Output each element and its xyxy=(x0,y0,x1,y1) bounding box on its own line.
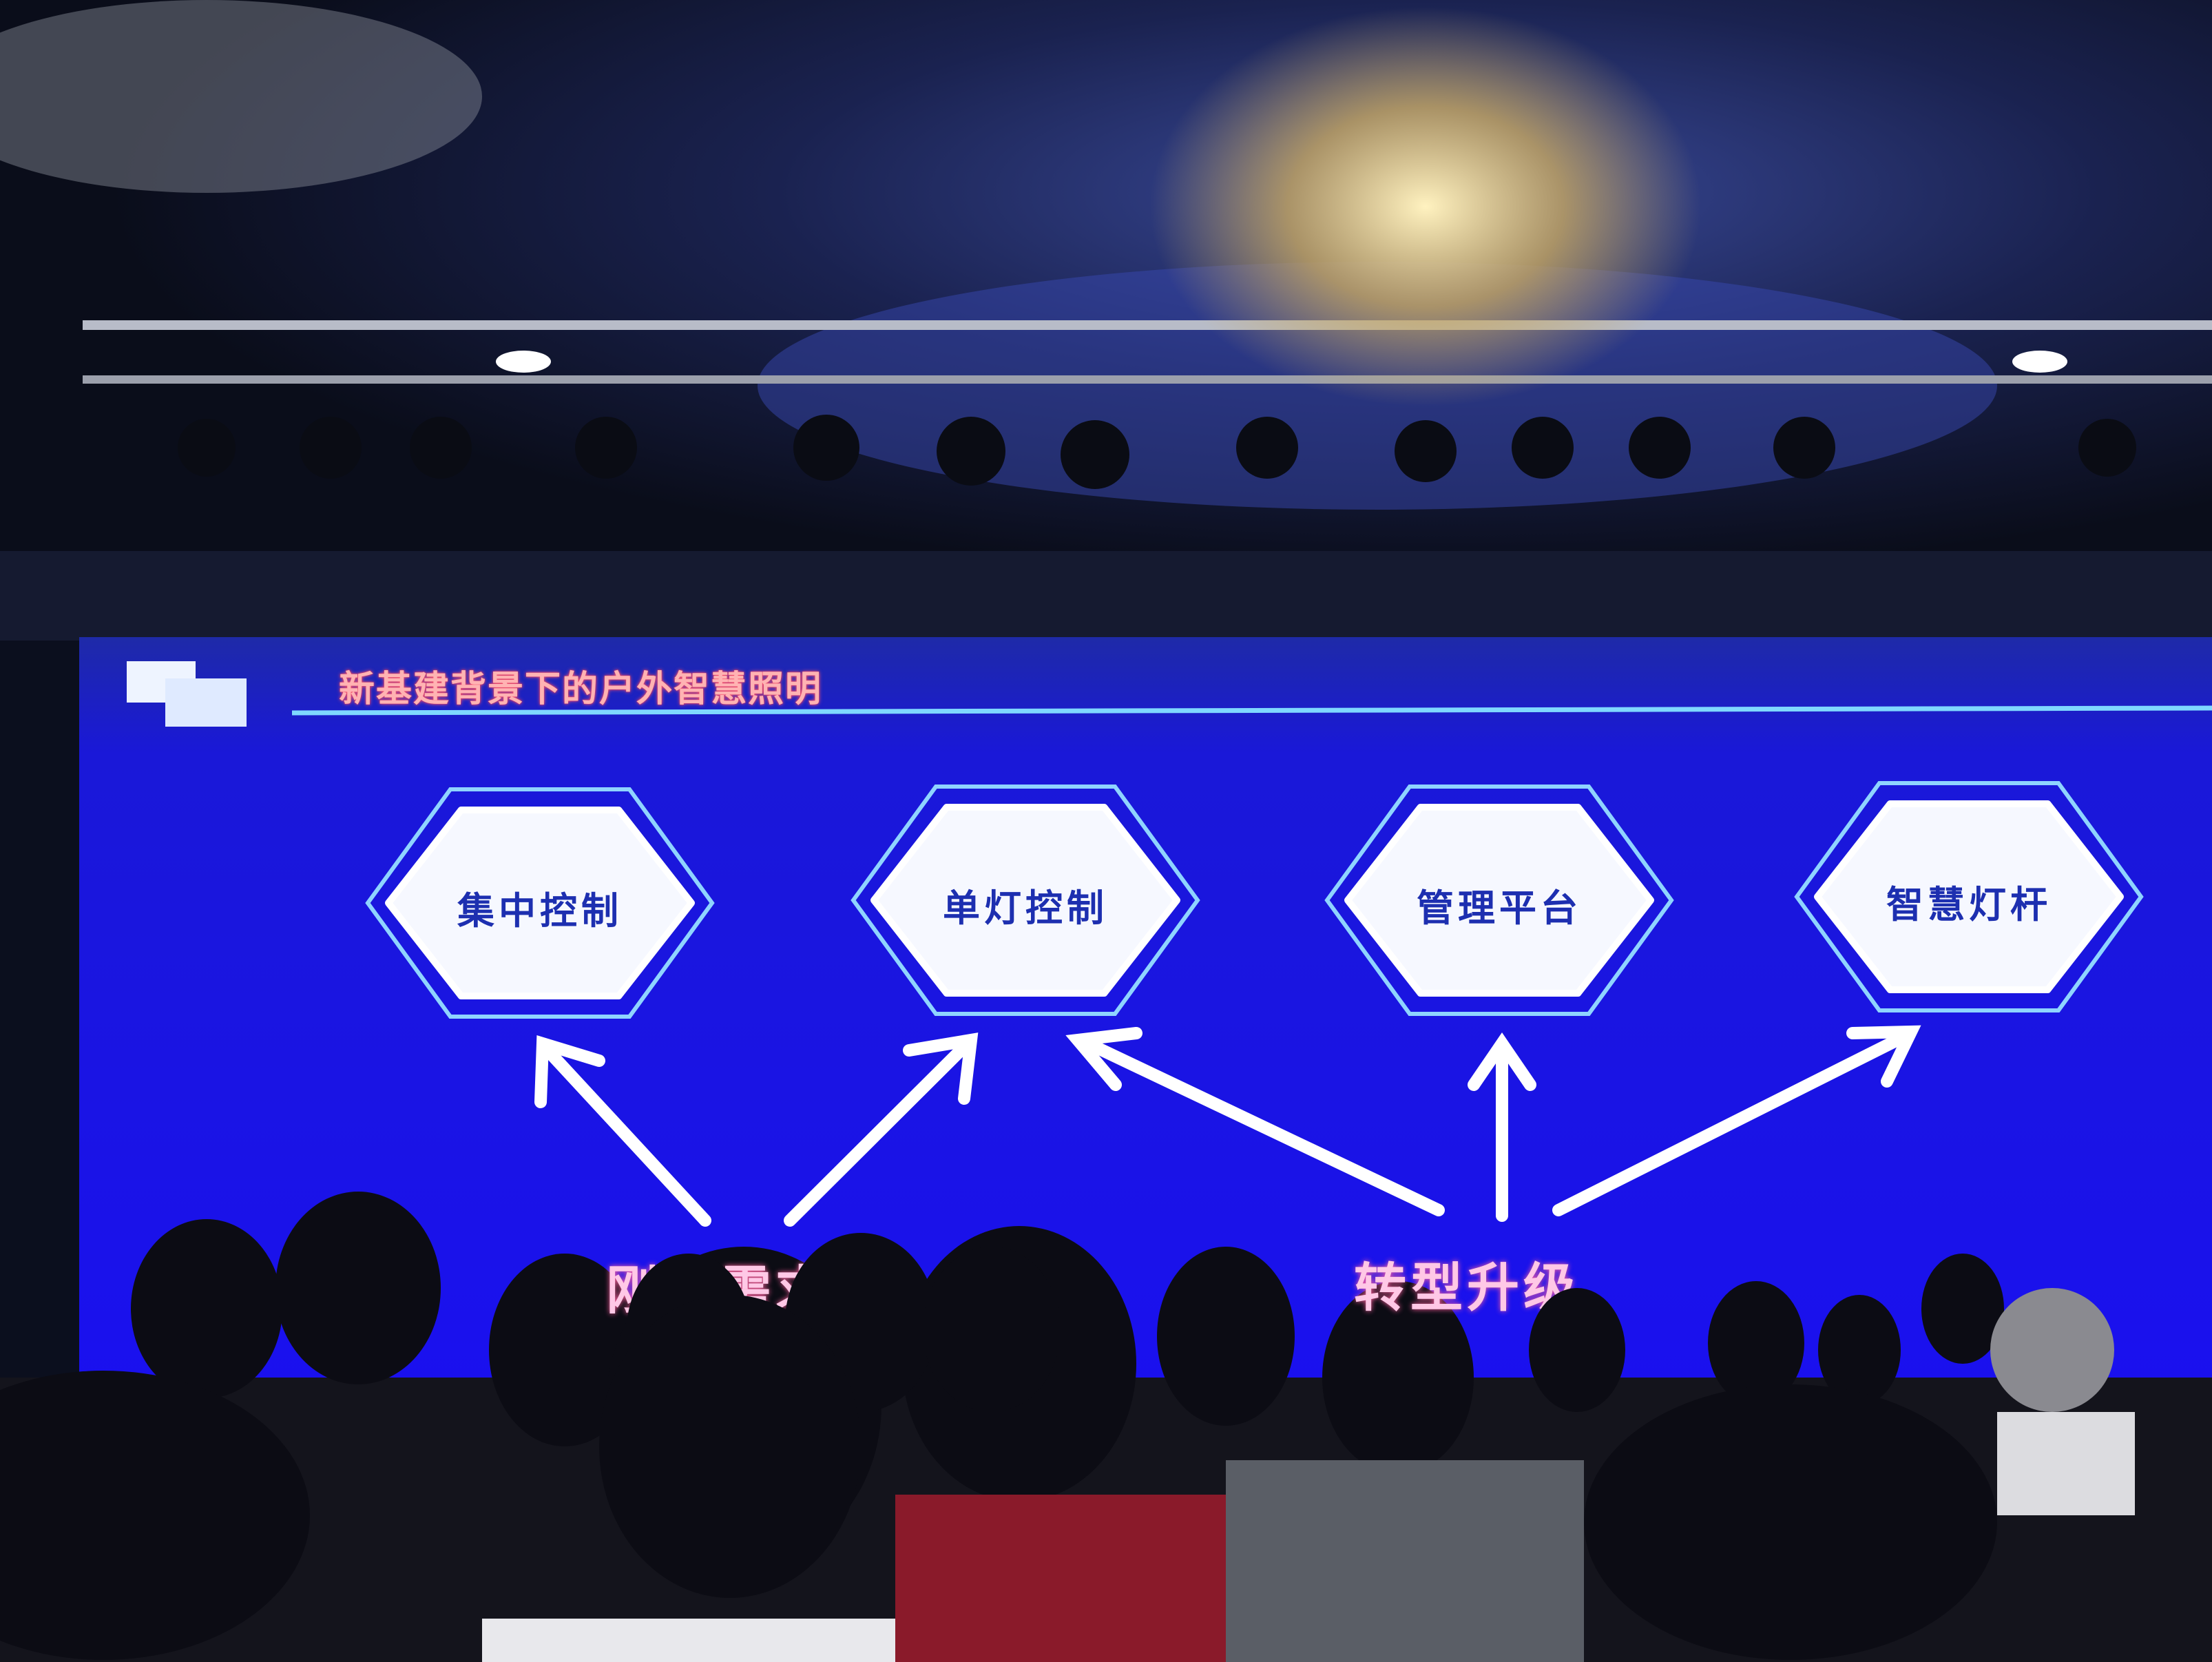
lighting-truss-lower xyxy=(83,375,2212,384)
spotlight xyxy=(2012,351,2067,373)
hexagon xyxy=(1814,800,2124,993)
arrow-head xyxy=(1468,1032,1536,1091)
arrows xyxy=(534,1025,1921,1227)
hexagon xyxy=(385,807,695,999)
hexagon-label-centralized-control: 集中控制 xyxy=(457,889,623,933)
hexagon-outline xyxy=(1324,785,1674,1016)
slide-title: 新基建背景下的户外智慧照明 xyxy=(339,669,823,710)
chandelier xyxy=(1150,7,1701,406)
hexagon-label-single-lamp-control: 单灯控制 xyxy=(943,886,1108,930)
driver-label-rigid-demand: 刚性需求 xyxy=(606,1260,832,1321)
hexagon xyxy=(870,804,1180,997)
hexagon-outline xyxy=(1794,781,2144,1012)
slide-logo xyxy=(127,661,247,727)
arrow-line xyxy=(1552,1030,1910,1216)
arrow-line xyxy=(1082,1037,1445,1216)
hexagon-label-smart-pole: 智慧灯杆 xyxy=(1886,883,2052,926)
arrow-head xyxy=(1065,1027,1142,1091)
arrow-head xyxy=(534,1035,605,1108)
spotlight xyxy=(496,351,551,373)
lighting-truss xyxy=(83,320,2212,330)
hexagon-label-management-platform: 管理平台 xyxy=(1417,886,1582,930)
arrow-head xyxy=(1846,1025,1921,1088)
stage-lights xyxy=(178,415,2136,489)
arrow-line xyxy=(784,1041,970,1227)
arrow-head xyxy=(903,1032,979,1105)
hexagon-outline xyxy=(365,787,715,1019)
wall xyxy=(0,551,2212,641)
title-underline xyxy=(291,705,2212,716)
audience xyxy=(0,1192,2212,1662)
ceiling-drape xyxy=(0,0,482,193)
driver-label-transformation-upgrade: 转型升级 xyxy=(1354,1257,1580,1318)
arrow-line xyxy=(545,1048,711,1227)
hexagon xyxy=(1344,804,1654,997)
hexagon-outline xyxy=(851,785,1200,1016)
